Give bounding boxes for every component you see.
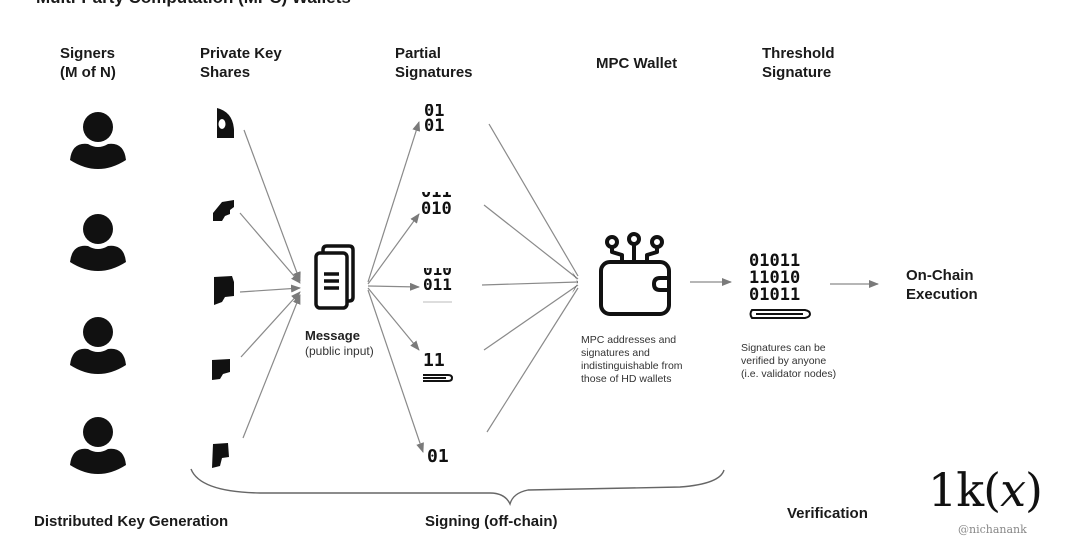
phase-verification: Verification: [787, 505, 868, 522]
mpc-wallet-icon: [599, 232, 671, 316]
threshold-pencil-icon: [749, 309, 812, 319]
logo-paren-close: ): [1025, 463, 1043, 517]
threshold-bits-line-2: 11010: [749, 268, 801, 288]
phase-distributed-key-generation: Distributed Key Generation: [34, 513, 229, 530]
threshold-signature-heading: Threshold Signature: [762, 45, 835, 81]
arrow-share1-to-message: [243, 129, 301, 282]
arrow-message-to-partial4: [367, 287, 420, 351]
mpc-wallet-heading: MPC Wallet: [596, 55, 678, 72]
key-shares-heading: Private Key Shares: [200, 45, 282, 81]
threshold-bits-line-3: 01011: [749, 285, 801, 305]
partial-signature-2-bottom: 010: [421, 199, 452, 219]
arrow-message-to-partial2: [367, 213, 420, 285]
author-handle: @nichanank: [958, 523, 1027, 536]
signer-icon-4: [70, 417, 126, 474]
partial-signature-3-top: 010: [423, 268, 452, 279]
partial-signature-4: 11: [423, 352, 445, 370]
partial-signature-1-bottom: 01: [424, 116, 445, 135]
key-share-icon-1: [217, 108, 234, 138]
message-label: Message: [305, 328, 360, 343]
arrow-share5-to-message: [242, 294, 301, 439]
threshold-bits-line-1: 01011: [749, 251, 801, 271]
signer-icon-1: [70, 112, 126, 169]
diagram-title: Multi-Party Computation (MPC) Wallets: [36, 0, 351, 8]
arrow-partial1-to-wallet: [488, 123, 579, 277]
threshold-signature-bits: 01011 11010 01011: [749, 253, 800, 304]
partial-signature-1: 01 01: [424, 104, 454, 135]
arrow-message-to-partial3: [367, 282, 420, 291]
partial-signature-2: 011 010: [421, 192, 452, 224]
signer-icon-3: [70, 317, 126, 374]
phase-signing: Signing (off-chain): [425, 513, 558, 530]
arrow-message-to-partial1: [367, 121, 421, 283]
arrow-message-to-partial5: [367, 289, 424, 453]
arrow-partial2-to-wallet: [483, 204, 579, 280]
partial-signature-3-bottom: 011: [423, 275, 452, 294]
key-share-icon-3: [214, 276, 234, 305]
partial-signature-5: 01: [427, 448, 449, 466]
arrow-share3-to-message: [239, 284, 301, 293]
key-share-icon-2: [213, 200, 234, 221]
logo-1kx: 1k(x): [928, 467, 1043, 513]
logo-main-text: 1k: [928, 463, 984, 517]
signers-heading: Signers (M of N): [60, 45, 116, 81]
arrowheads-cluster: [572, 272, 578, 293]
key-share-icon-5: [212, 443, 229, 468]
threshold-caption: Signatures can be verified by anyone (i.…: [741, 342, 837, 380]
wallet-caption: MPC addresses and signatures and indisti…: [581, 334, 683, 385]
logo-variable: x: [1000, 463, 1026, 517]
partial-pencil-icon: [423, 374, 454, 382]
partial-signatures-heading: Partial Signatures: [395, 45, 473, 81]
partial-signature-1-top: 01: [424, 104, 445, 121]
arrow-partial4-to-wallet: [483, 284, 579, 351]
key-share-icon-4: [212, 359, 230, 380]
partial-signature-3: 010 011: [423, 268, 453, 300]
arrow-partial5-to-wallet: [486, 287, 579, 433]
logo-paren-open: (: [983, 463, 1001, 517]
arrow-share2-to-message: [239, 212, 301, 284]
message-document-icon: [314, 244, 355, 310]
arrow-partial3-to-wallet: [481, 281, 579, 286]
arrow-share4-to-message: [240, 291, 301, 358]
signing-phase-brace: [190, 468, 725, 507]
signer-icon-2: [70, 214, 126, 271]
message-sublabel: (public input): [305, 344, 374, 358]
on-chain-execution-label: On-Chain Execution: [906, 267, 978, 303]
partial-signature-2-top: 011: [421, 192, 452, 202]
